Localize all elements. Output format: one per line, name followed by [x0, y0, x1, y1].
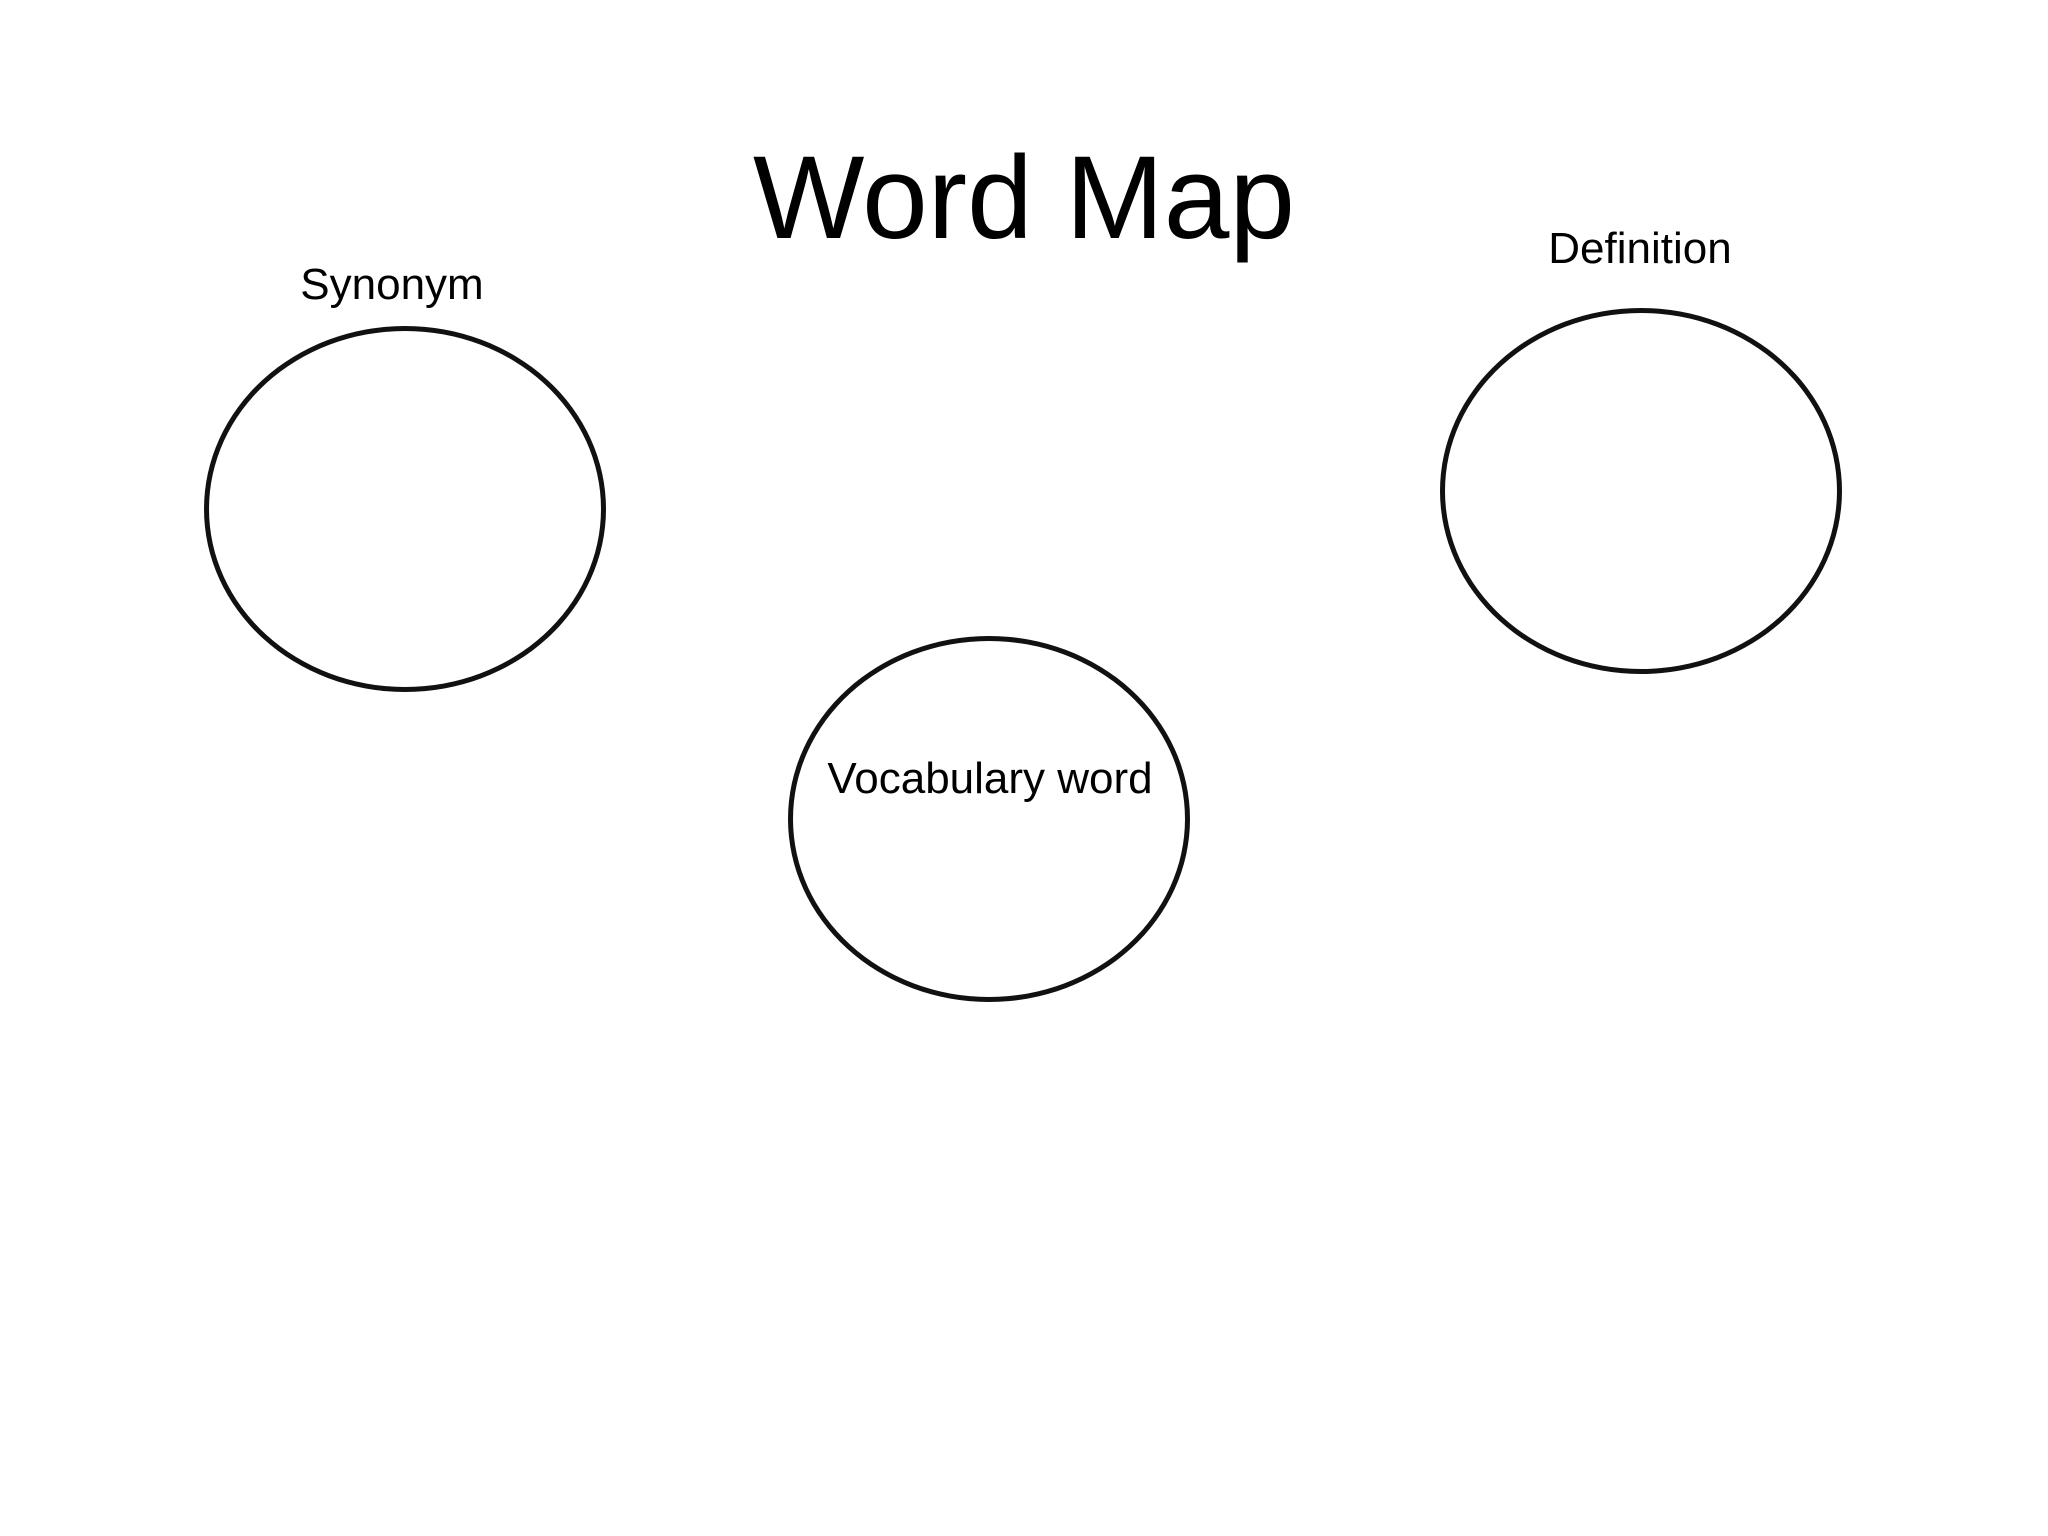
- definition-bubble: [1440, 308, 1842, 674]
- definition-label: Definition: [1548, 224, 1732, 273]
- vocabulary-word-bubble: [788, 636, 1190, 1002]
- page-title: Word Map: [752, 132, 1296, 264]
- synonym-bubble: [204, 326, 606, 692]
- vocabulary-word-label: Vocabulary word: [827, 754, 1153, 803]
- synonym-label: Synonym: [300, 260, 484, 309]
